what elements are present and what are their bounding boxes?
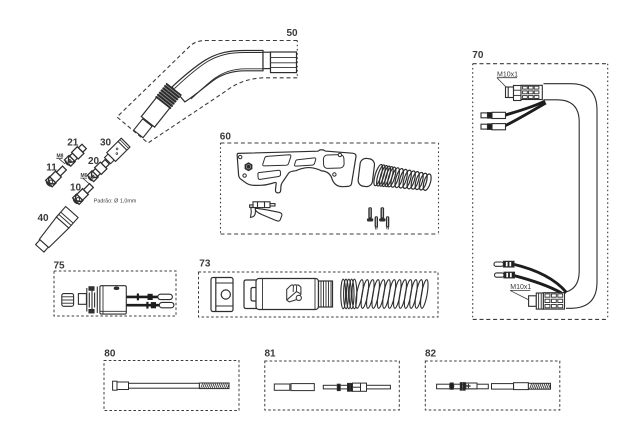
svg-text:73: 73 xyxy=(199,258,211,269)
svg-text:10: 10 xyxy=(70,183,82,194)
svg-text:80: 80 xyxy=(104,349,116,360)
svg-text:21: 21 xyxy=(67,138,79,149)
svg-text:82: 82 xyxy=(425,349,437,360)
svg-text:M10x1: M10x1 xyxy=(497,71,518,78)
svg-text:60: 60 xyxy=(220,132,232,143)
svg-text:11: 11 xyxy=(46,162,57,173)
svg-text:20: 20 xyxy=(88,156,100,167)
svg-text:75: 75 xyxy=(54,261,66,272)
svg-text:M10x1: M10x1 xyxy=(510,284,531,291)
svg-text:50: 50 xyxy=(287,28,299,39)
svg-text:Padrão: Ø 1,0mm: Padrão: Ø 1,0mm xyxy=(94,199,137,205)
svg-text:70: 70 xyxy=(472,50,484,61)
svg-text:M6: M6 xyxy=(81,173,88,179)
svg-text:40: 40 xyxy=(38,213,50,224)
svg-text:81: 81 xyxy=(265,349,277,360)
svg-text:30: 30 xyxy=(100,137,112,148)
svg-text:M8: M8 xyxy=(57,154,64,160)
